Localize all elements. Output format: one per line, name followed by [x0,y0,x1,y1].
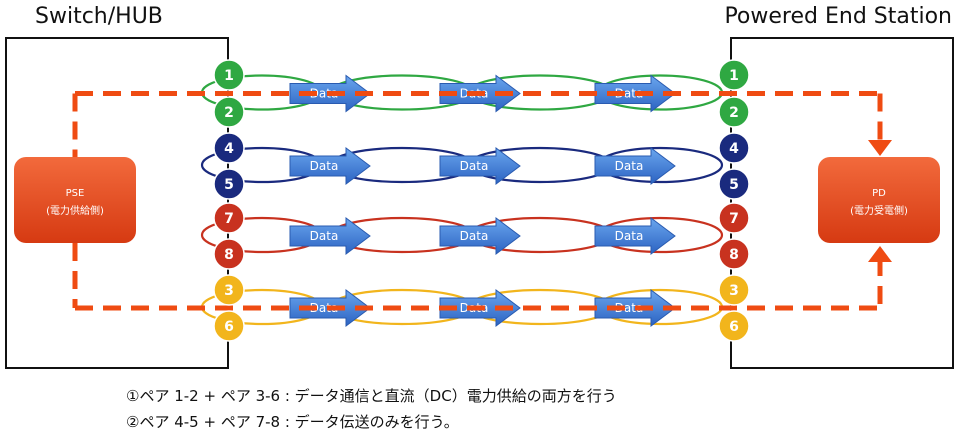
data-arrow-label: Data [310,159,339,173]
caption-power-and-data: ①ペア 1-2 + ペア 3-6 : データ通信と直流（DC）電力供給の両方を行… [126,387,617,405]
station-pin-6 [718,310,750,342]
switch-pin-6 [213,310,245,342]
pin-number: 8 [224,247,234,263]
pin-number: 7 [224,211,234,227]
data-arrow-label: Data [460,229,489,243]
pd-label: PD [872,188,886,199]
station-pin-7 [718,202,750,234]
data-arrow-label: Data [615,229,644,243]
station-pin-2 [718,96,750,128]
pin-number: 6 [729,319,739,335]
pin-number: 2 [224,105,234,121]
pse-sublabel: (電力供給側) [46,204,104,217]
data-arrow-label: Data [310,87,339,101]
data-arrow: Data [289,147,371,185]
data-arrow: Data [439,147,521,185]
station-pin-8 [718,238,750,270]
pin-number: 8 [729,247,739,263]
pin-number: 5 [729,177,739,193]
data-arrow: Data [594,147,676,185]
switch-pin-8 [213,238,245,270]
switch-pin-1 [213,59,245,91]
switch-pin-4 [213,132,245,164]
twisted-pair-ellipses [200,74,724,326]
pin-number: 1 [729,68,739,84]
data-arrow-label: Data [310,301,339,315]
station-pin-1 [718,59,750,91]
data-arrow-label: Data [460,159,489,173]
data-arrow: Data [289,217,371,255]
pse-label: PSE [66,188,85,199]
pin-number: 4 [224,141,234,157]
data-arrow-label: Data [615,159,644,173]
pin-number: 3 [729,283,739,299]
caption-data-only: ②ペア 4-5 + ペア 7-8 : データ伝送のみを行う。 [126,413,459,431]
data-arrow-label: Data [615,301,644,315]
data-arrow: Data [439,217,521,255]
pse-device: PSE (電力供給側) [14,157,136,243]
station-pin-4 [718,132,750,164]
power-arrowhead-bottom [868,246,892,262]
pin-number: 2 [729,105,739,121]
powered-end-station-title: Powered End Station [724,4,952,29]
pin-number: 7 [729,211,739,227]
station-pin-3 [718,274,750,306]
pin-markers: 1 1 2 2 4 4 5 5 7 7 8 8 3 3 6 6 [213,59,750,342]
data-arrow-label: Data [310,229,339,243]
switch-hub-title: Switch/HUB [35,4,163,29]
switch-pin-3 [213,274,245,306]
pd-device: PD (電力受電側) [818,157,940,243]
pin-number: 1 [224,68,234,84]
switch-pin-5 [213,168,245,200]
pin-number: 4 [729,141,739,157]
data-arrow: Data [594,217,676,255]
switch-pin-7 [213,202,245,234]
pin-number: 3 [224,283,234,299]
power-dashed-lines [72,91,892,311]
pd-sublabel: (電力受電側) [850,204,908,217]
station-pin-5 [718,168,750,200]
pin-number: 5 [224,177,234,193]
data-arrow-label: Data [615,87,644,101]
switch-pin-2 [213,96,245,128]
pin-number: 6 [224,319,234,335]
power-arrowhead-top [868,140,892,156]
